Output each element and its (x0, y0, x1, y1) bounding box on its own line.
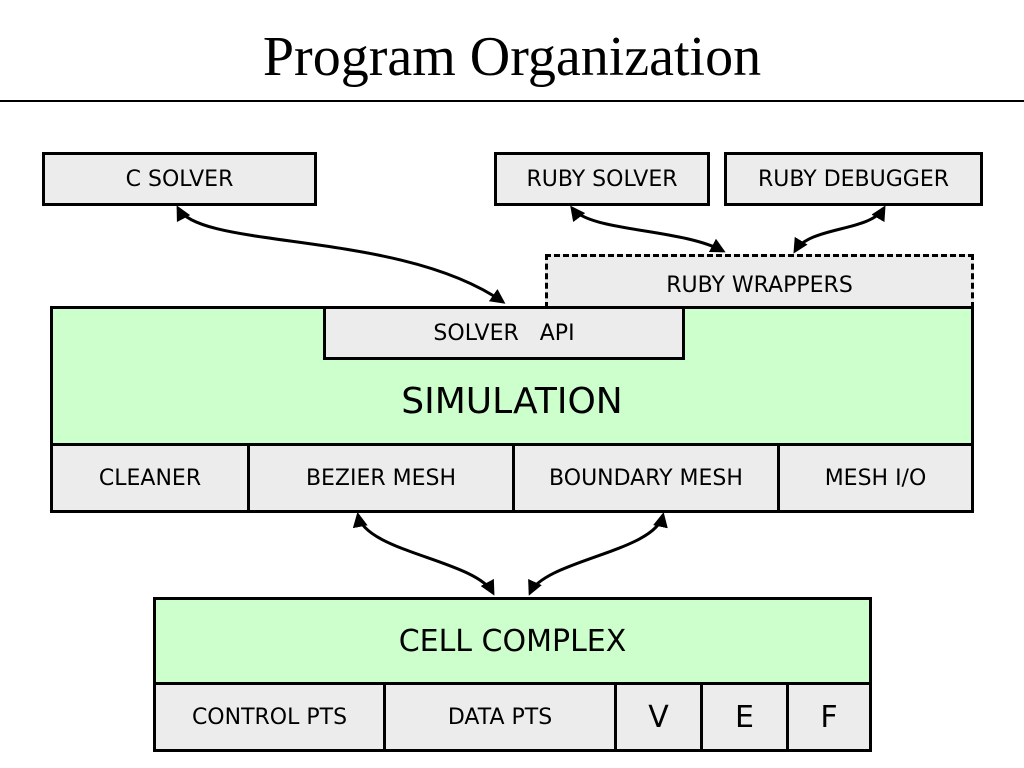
ruby-solver-box: RUBY SOLVER (494, 152, 710, 206)
simulation-label: SIMULATION (401, 381, 623, 422)
cell-complex-label: CELL COMPLEX (153, 597, 872, 685)
arrow-c-solver-to-api (176, 205, 506, 304)
title-divider (0, 100, 1024, 102)
cleaner-module: CLEANER (50, 443, 250, 513)
boundary-mesh-module: BOUNDARY MESH (512, 443, 780, 513)
e-part: E (700, 682, 789, 752)
solver-api-box: SOLVER API (323, 306, 685, 360)
ruby-debugger-box: RUBY DEBUGGER (724, 152, 983, 206)
arrow-ruby-solver-to-wrappers (570, 205, 726, 253)
arrow-bezier-to-cell-complex (352, 512, 495, 596)
mesh-io-module: MESH I/O (777, 443, 974, 513)
c-solver-box: C SOLVER (42, 152, 317, 206)
v-part: V (614, 682, 703, 752)
arrow-boundary-to-cell-complex (528, 512, 668, 596)
ruby-wrappers-box: RUBY WRAPPERS (545, 254, 974, 308)
page-title: Program Organization (262, 26, 762, 88)
bezier-mesh-module: BEZIER MESH (247, 443, 515, 513)
arrow-ruby-debugger-to-wrappers (793, 205, 886, 254)
data-pts-part: DATA PTS (383, 682, 617, 752)
f-part: F (786, 682, 872, 752)
control-pts-part: CONTROL PTS (153, 682, 386, 752)
